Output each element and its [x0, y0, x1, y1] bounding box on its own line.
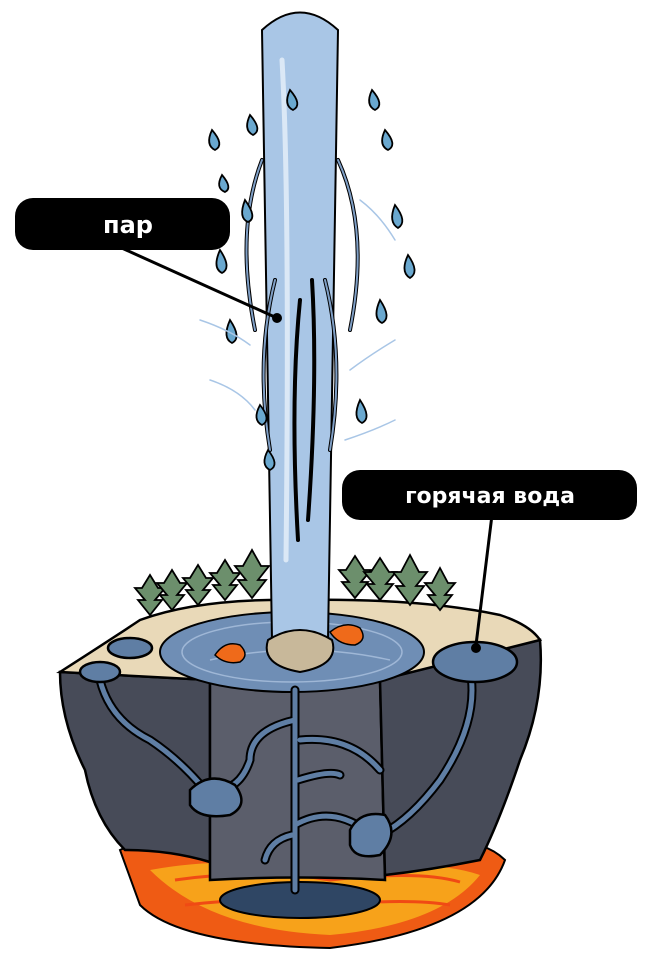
- hot-water-pointer-dot: [471, 643, 481, 653]
- steam-label-text: пар: [103, 211, 153, 239]
- steam-leader-line: [115, 245, 277, 318]
- steam-pointer-dot: [272, 313, 282, 323]
- geyser-column: [262, 13, 338, 673]
- hot-water-label-text: горячая вода: [405, 484, 575, 509]
